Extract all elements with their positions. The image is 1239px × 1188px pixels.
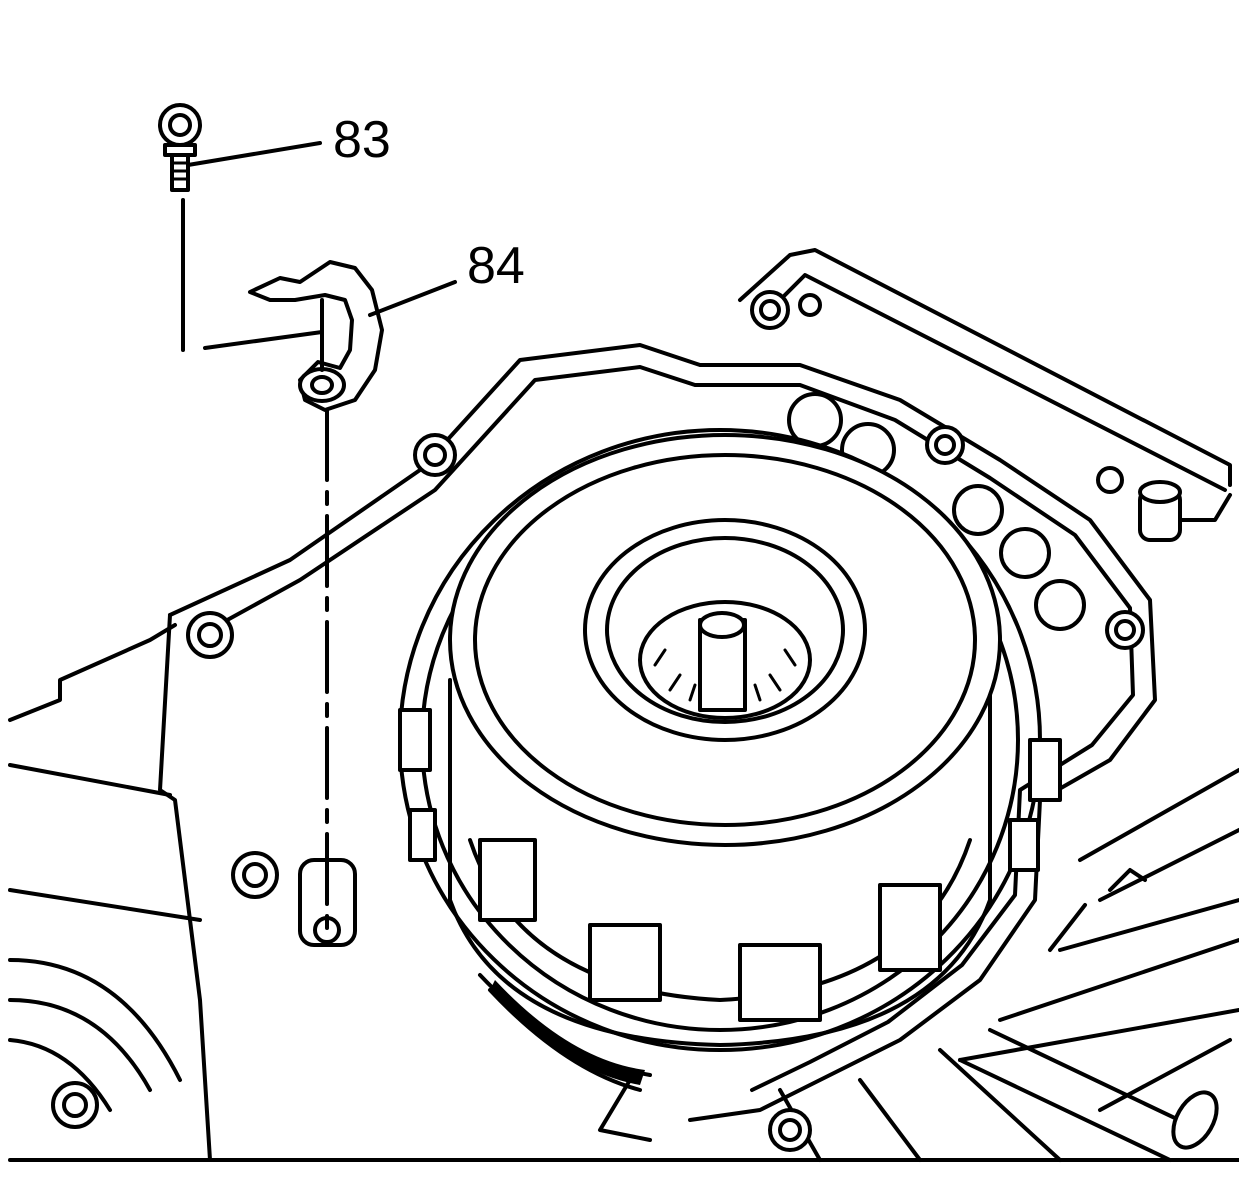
callout-labels: 83 84 bbox=[333, 111, 525, 295]
bracket-84 bbox=[248, 260, 384, 412]
callout-83: 83 bbox=[333, 111, 391, 169]
bolt-83 bbox=[158, 103, 202, 352]
leader-lines bbox=[186, 141, 457, 932]
clutch-drum-assembly bbox=[398, 428, 1062, 1142]
case-bolt-holes bbox=[51, 290, 1182, 1152]
transmission-case bbox=[8, 248, 1239, 1162]
callout-84: 84 bbox=[467, 237, 525, 295]
